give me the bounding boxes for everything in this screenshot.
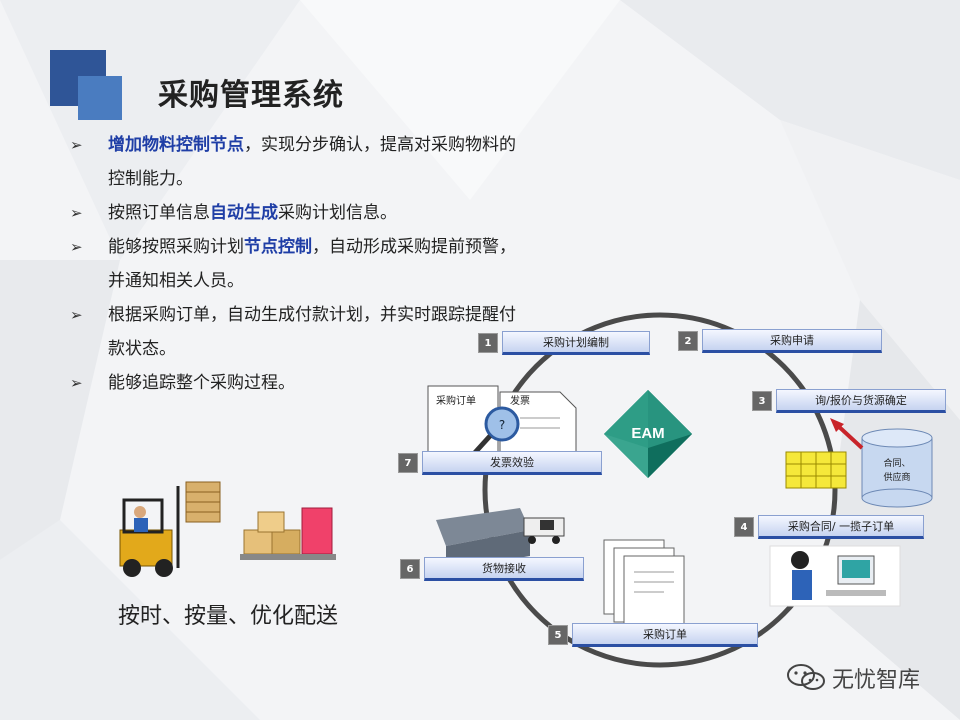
- step-label: 发票效验: [422, 451, 602, 475]
- svg-text:发票: 发票: [510, 394, 530, 407]
- body-text: 能够按照采购计划: [108, 237, 244, 257]
- step-number: 7: [398, 453, 418, 473]
- body-text: ，自动形成采购提前预警，并通知相关人员。: [108, 237, 516, 291]
- forklift-icon: [119, 481, 221, 577]
- bullet-arrow-icon: ➢: [70, 374, 83, 392]
- title-decoration-light: [78, 76, 122, 120]
- step-number: 5: [548, 625, 568, 645]
- body-text: 采购计划信息。: [278, 203, 397, 223]
- body-text: ，实现分步确认，提高对采购物料的控制能力。: [108, 135, 516, 189]
- feature-list: ➢ 增加物料控制节点，实现分步确认，提高对采购物料的控制能力。 ➢ 按照订单信息自动生…: [70, 128, 530, 400]
- pallet-boxes-icon: [240, 507, 336, 560]
- warehouse-truck-icon: [436, 508, 565, 570]
- purchase-order-documents-icon: [603, 539, 685, 625]
- step-number: 2: [678, 331, 698, 351]
- cycle-ring: [482, 312, 838, 668]
- bullet-arrow-icon: ➢: [70, 204, 83, 222]
- step-label: 询/报价与货源确定: [776, 389, 946, 413]
- step-number: 1: [478, 333, 498, 353]
- wechat-icon: [787, 664, 825, 690]
- step-number: 4: [734, 517, 754, 537]
- watermark: 无忧智库: [786, 662, 920, 694]
- body-text: 能够追踪整个采购过程。: [108, 373, 295, 393]
- svg-text:采购订单: 采购订单: [436, 394, 476, 407]
- body-text: 按照订单信息: [108, 203, 210, 223]
- supplier-grid-icon: [785, 451, 847, 489]
- feature-item: ➢ 能够追踪整个采购过程。: [70, 366, 530, 400]
- step-label: 采购订单: [572, 623, 758, 647]
- body-text: 根据采购订单，自动生成付款计划，并实时跟踪提醒付款状态。: [108, 305, 516, 359]
- step-label: 采购计划编制: [502, 331, 650, 355]
- page-title: 采购管理系统: [158, 78, 344, 113]
- svg-text:合同、: 合同、: [883, 457, 910, 469]
- highlight-text: 节点控制: [244, 237, 312, 257]
- bullet-arrow-icon: ➢: [70, 306, 83, 324]
- watermark-text: 无忧智库: [832, 668, 921, 693]
- feature-item: ➢ 根据采购订单，自动生成付款计划，并实时跟踪提醒付款状态。: [70, 298, 530, 366]
- feature-item: ➢ 能够按照采购计划节点控制，自动形成采购提前预警，并通知相关人员。: [70, 230, 530, 298]
- delivery-caption: 按时、按量、优化配送: [118, 604, 339, 629]
- bullet-arrow-icon: ➢: [70, 238, 83, 256]
- order-document-icon: 采购订单 发票: [427, 385, 577, 471]
- contract-supplier-database-icon: 合同、 供应商: [861, 428, 933, 508]
- eam-label: EAM: [631, 425, 664, 442]
- bullet-arrow-icon: ➢: [70, 136, 83, 154]
- step-label: 采购合同/ 一揽子订单: [758, 515, 924, 539]
- highlight-text: 自动生成: [210, 203, 278, 223]
- highlight-text: 增加物料控制节点: [108, 135, 244, 155]
- step-label: 货物接收: [424, 557, 584, 581]
- feature-item: ➢ 增加物料控制节点，实现分步确认，提高对采购物料的控制能力。: [70, 128, 530, 196]
- svg-text:?: ?: [499, 418, 505, 432]
- step-number: 6: [400, 559, 420, 579]
- svg-text:供应商: 供应商: [883, 471, 910, 483]
- magnifier-icon: ?: [468, 406, 520, 460]
- red-arrow-icon: [830, 418, 864, 450]
- eam-diamond: [604, 390, 692, 478]
- feature-item: ➢ 按照订单信息自动生成采购计划信息。: [70, 196, 530, 230]
- operator-at-computer-icon: [769, 545, 901, 607]
- step-label: 采购申请: [702, 329, 882, 353]
- step-number: 3: [752, 391, 772, 411]
